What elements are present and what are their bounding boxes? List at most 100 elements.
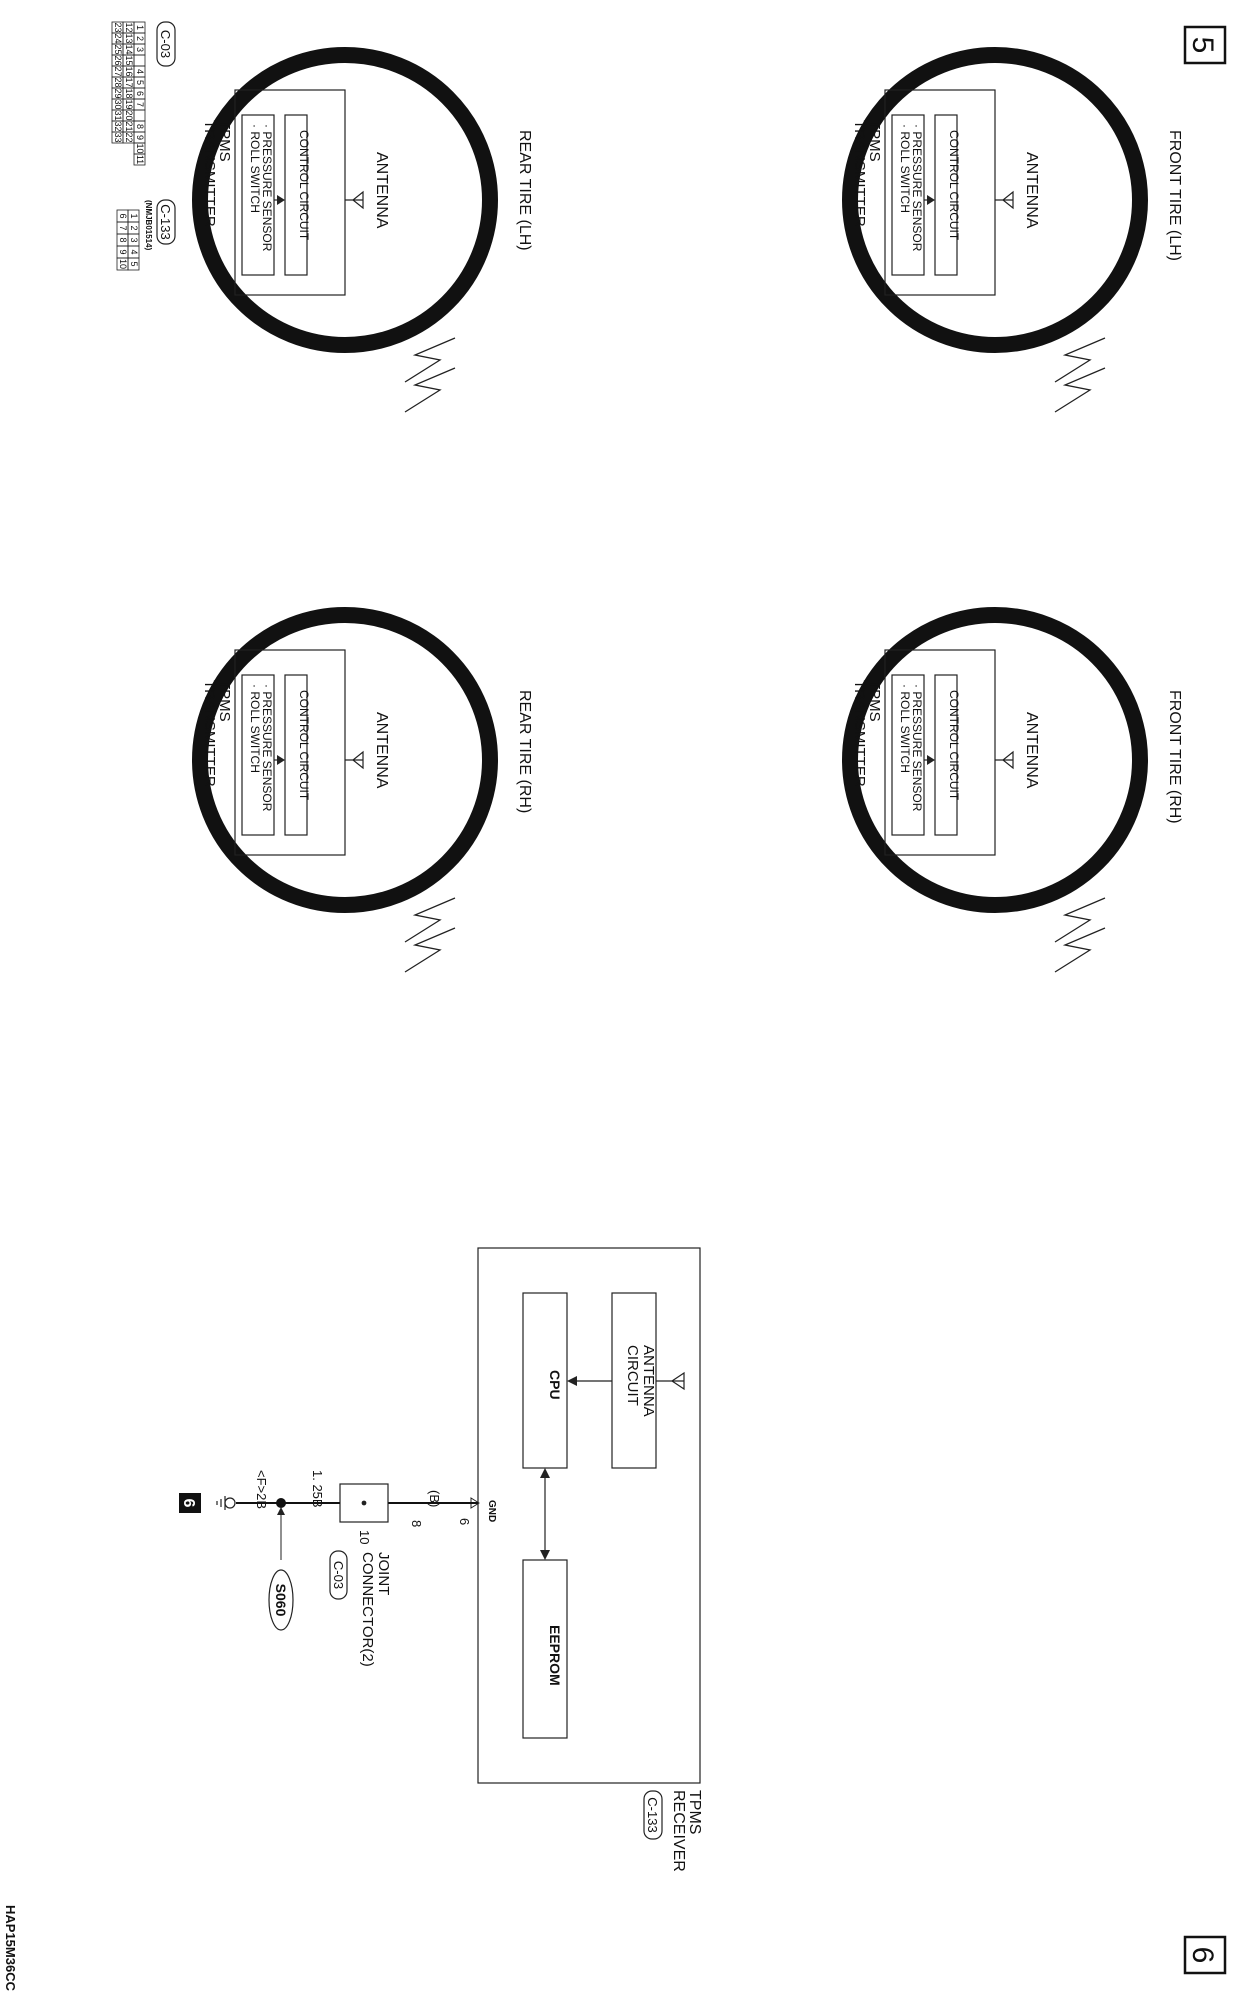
ground-symbol-icon xyxy=(216,1496,236,1510)
connector-pin-number: 6 xyxy=(118,213,128,218)
antenna-icon xyxy=(1002,190,1014,210)
connector-pin-number: 9 xyxy=(118,249,128,254)
radio-wave-icon xyxy=(1054,337,1106,383)
tire-ring xyxy=(192,607,498,913)
radio-wave-icon xyxy=(404,927,456,973)
tire-title: REAR TIRE (LH) xyxy=(516,130,533,251)
transmitter-name-2: TRANSMITTER xyxy=(851,120,868,227)
sensor-label-2: · ROLL SWITCH xyxy=(898,684,912,773)
connector-pin-number: 22 xyxy=(124,132,134,142)
connector-pin-number: 20 xyxy=(124,110,134,120)
connector-cavity xyxy=(111,131,124,144)
sensor-label-2: · ROLL SWITCH xyxy=(898,124,912,213)
wire-color-b: (B) xyxy=(427,1490,442,1507)
wire-spec: 1. 25B xyxy=(310,1470,325,1508)
transmitter-name-1: TPMS xyxy=(216,680,233,722)
radio-wave-icon xyxy=(1054,897,1106,943)
control-circuit-block xyxy=(934,114,958,276)
connector-cavity xyxy=(133,153,146,166)
tire-title: REAR TIRE (RH) xyxy=(516,690,533,813)
sensor-label-1: · PRESSURE SENSOR xyxy=(910,684,924,812)
sensor-to-control-arrow xyxy=(277,195,285,205)
gnd-label: GND xyxy=(486,1500,497,1522)
connector-pin-number: 1 xyxy=(135,25,145,30)
connector-pin-number: 10 xyxy=(135,143,145,153)
page-number-right: 6 xyxy=(1183,1935,1227,1975)
connector-pin-number: 2 xyxy=(129,225,139,230)
connector-pin-number: 9 xyxy=(135,135,145,140)
antenna-icon xyxy=(352,750,364,770)
connector-c03-view: C-03 12345678910111213141516171819202122… xyxy=(111,21,176,166)
ground-reference: <F>2B xyxy=(254,1470,269,1509)
control-circuit-label: CONTROL CIRCUIT xyxy=(297,690,311,801)
tire-ring xyxy=(842,47,1148,353)
sensor-to-control-arrow xyxy=(927,195,935,205)
connector-pin-number: 7 xyxy=(135,102,145,107)
connector-pin-number: 16 xyxy=(124,66,134,76)
connector-pin-number: 3 xyxy=(129,237,139,242)
receiver-connector-tag: C-133 xyxy=(643,1790,663,1840)
receiver-pin-6: 6 xyxy=(457,1518,472,1525)
page-number-left-text: 5 xyxy=(1186,37,1219,54)
connector-pin-number: 31 xyxy=(113,110,123,120)
tire-ring xyxy=(842,607,1148,913)
cpu-label: CPU xyxy=(547,1370,563,1400)
control-circuit-block xyxy=(284,114,308,276)
transmitter-outline xyxy=(234,649,346,856)
transmitter-name-2: TRANSMITTER xyxy=(851,680,868,787)
joint-pin-8: 8 xyxy=(409,1520,424,1527)
connector-pin-number: 12 xyxy=(124,22,134,32)
radio-wave-icon xyxy=(404,897,456,943)
cpu-eeprom-arrow xyxy=(540,1468,550,1560)
connector-pin-number: 7 xyxy=(118,225,128,230)
connector-cavity xyxy=(133,109,146,122)
page-number-left: 5 xyxy=(1183,25,1227,65)
transmitter-outline xyxy=(884,89,996,296)
radio-wave-icon xyxy=(404,367,456,413)
control-circuit-block xyxy=(934,674,958,836)
transmitter-outline xyxy=(884,649,996,856)
transmitter-name-2: TRANSMITTER xyxy=(201,680,218,787)
transmitter-name-1: TPMS xyxy=(866,120,883,162)
sensor-block xyxy=(891,674,925,836)
sensor-to-control-arrow xyxy=(277,755,285,765)
sensor-to-control-arrow xyxy=(927,755,935,765)
connector-pin-number: 21 xyxy=(124,121,134,131)
connector-pin-number: 28 xyxy=(113,77,123,87)
connector-pin-number: 14 xyxy=(124,44,134,54)
connector-pin-number: 5 xyxy=(135,80,145,85)
antenna-label: ANTENNA xyxy=(373,712,390,789)
connector-pin-number: 17 xyxy=(124,77,134,87)
control-circuit-block xyxy=(284,674,308,836)
connector-pin-number: 32 xyxy=(113,121,123,131)
connector-pin-number: 3 xyxy=(135,47,145,52)
antenna-label: ANTENNA xyxy=(1023,152,1040,229)
antenna-icon xyxy=(352,190,364,210)
connector-pin-number: 5 xyxy=(129,261,139,266)
sensor-label-1: · PRESSURE SENSOR xyxy=(910,124,924,252)
control-circuit-label: CONTROL CIRCUIT xyxy=(297,130,311,241)
splice-label: S060 xyxy=(273,1584,289,1617)
antenna-label: ANTENNA xyxy=(373,152,390,229)
radio-wave-icon xyxy=(1054,927,1106,973)
ground-circuit: (B) 8 10 JOINT CONNECTOR(2) C-03 1. 25B … xyxy=(179,1470,478,1667)
transmitter-name-1: TPMS xyxy=(216,120,233,162)
connector-pin-number: 30 xyxy=(113,99,123,109)
connector-pin-number: 8 xyxy=(135,124,145,129)
ground-box: 6 xyxy=(179,1493,201,1513)
radio-wave-icon xyxy=(404,337,456,383)
connector-pin-number: 25 xyxy=(113,44,123,54)
c03-label: C-03 xyxy=(158,30,173,58)
connector-pin-number: 2 xyxy=(135,36,145,41)
sensor-block xyxy=(891,114,925,276)
connector-pin-number: 8 xyxy=(118,237,128,242)
tpms-receiver: ANTENNA CIRCUIT CPU EEPROM TPMS RECEIVER… xyxy=(457,1247,703,1872)
joint-label-2: CONNECTOR(2) xyxy=(359,1552,376,1667)
receiver-outline xyxy=(477,1247,701,1784)
